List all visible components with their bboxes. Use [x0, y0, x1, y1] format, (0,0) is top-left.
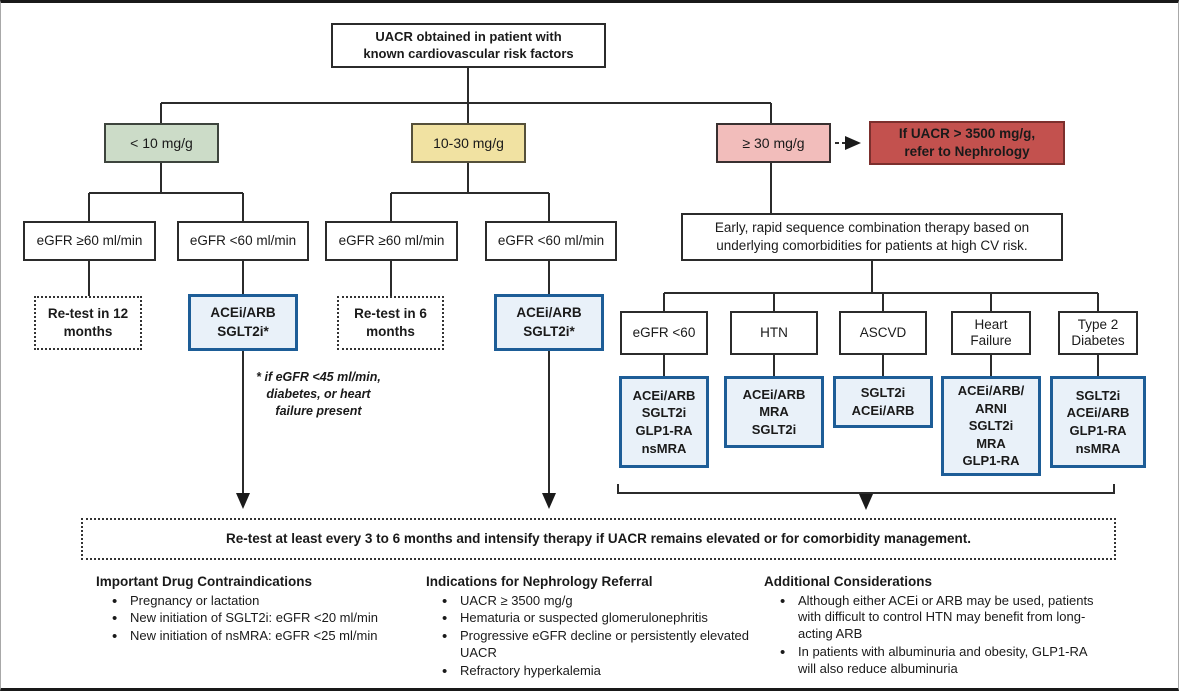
contraindications-notes: Important Drug Contraindications Pregnan…: [96, 573, 426, 647]
therapy-diabetes-box: SGLT2i ACEi/ARB GLP1-RA nsMRA: [1050, 376, 1146, 468]
therapy-ascvd-box: SGLT2i ACEi/ARB: [833, 376, 933, 428]
considerations-notes: Additional Considerations Although eithe…: [764, 573, 1099, 679]
left-therapy-box: ACEi/ARB SGLT2i*: [188, 294, 298, 351]
considerations-list: Although either ACEi or ARB may be used,…: [764, 592, 1099, 678]
bullet-item: In patients with albuminuria and obesity…: [764, 643, 1099, 678]
considerations-heading: Additional Considerations: [764, 574, 933, 589]
bullet-item: Although either ACEi or ARB may be used,…: [764, 592, 1099, 644]
comorbidity-heart-failure-box: Heart Failure: [951, 311, 1031, 355]
referral-heading: Indications for Nephrology Referral: [426, 574, 653, 589]
connector-lines: [88, 68, 1115, 510]
therapy-heart-failure-box: ACEi/ARB/ ARNI SGLT2i MRA GLP1-RA: [941, 376, 1041, 476]
nephrology-alert-box: If UACR > 3500 mg/g, refer to Nephrology: [869, 121, 1065, 165]
mid-egfr-high-box: eGFR ≥60 ml/min: [325, 221, 458, 261]
bullet-item: New initiation of nsMRA: eGFR <25 ml/min: [96, 627, 426, 646]
left-egfr-high-box: eGFR ≥60 ml/min: [23, 221, 156, 261]
contraindications-heading: Important Drug Contraindications: [96, 574, 312, 589]
bullet-item: Progressive eGFR decline or persistently…: [426, 627, 751, 662]
therapy-htn-box: ACEi/ARB MRA SGLT2i: [724, 376, 824, 448]
mid-therapy-box: ACEi/ARB SGLT2i*: [494, 294, 604, 351]
combination-therapy-box: Early, rapid sequence combination therap…: [681, 213, 1063, 261]
root-box: UACR obtained in patient with known card…: [331, 23, 606, 68]
left-egfr-low-box: eGFR <60 ml/min: [177, 221, 309, 261]
bullet-item: Pregnancy or lactation: [96, 592, 426, 611]
retest-banner-box: Re-test at least every 3 to 6 months and…: [81, 518, 1116, 560]
mid-egfr-low-box: eGFR <60 ml/min: [485, 221, 617, 261]
retest-12-months-box: Re-test in 12 months: [34, 296, 142, 350]
retest-6-months-box: Re-test in 6 months: [337, 296, 444, 350]
uacr-high-box: ≥ 30 mg/g: [716, 123, 831, 163]
comorbidity-diabetes-box: Type 2 Diabetes: [1058, 311, 1138, 355]
referral-list: UACR ≥ 3500 mg/gHematuria or suspected g…: [426, 592, 751, 682]
comorbidity-ascvd-box: ASCVD: [839, 311, 927, 355]
contraindications-list: Pregnancy or lactationNew initiation of …: [96, 592, 426, 647]
bullet-item: New initiation of SGLT2i: eGFR <20 ml/mi…: [96, 609, 426, 628]
bullet-item: Refractory hyperkalemia: [426, 662, 751, 681]
comorbidity-egfr-box: eGFR <60: [620, 311, 708, 355]
uacr-low-box: < 10 mg/g: [104, 123, 219, 163]
bullet-item: UACR ≥ 3500 mg/g: [426, 592, 751, 611]
therapy-egfr-box: ACEi/ARB SGLT2i GLP1-RA nsMRA: [619, 376, 709, 468]
uacr-mid-box: 10-30 mg/g: [411, 123, 526, 163]
referral-notes: Indications for Nephrology Referral UACR…: [426, 573, 751, 681]
sglt2i-footnote: * if eGFR <45 ml/min, diabetes, or heart…: [256, 370, 381, 418]
bullet-item: Hematuria or suspected glomerulonephriti…: [426, 609, 751, 628]
comorbidity-htn-box: HTN: [730, 311, 818, 355]
